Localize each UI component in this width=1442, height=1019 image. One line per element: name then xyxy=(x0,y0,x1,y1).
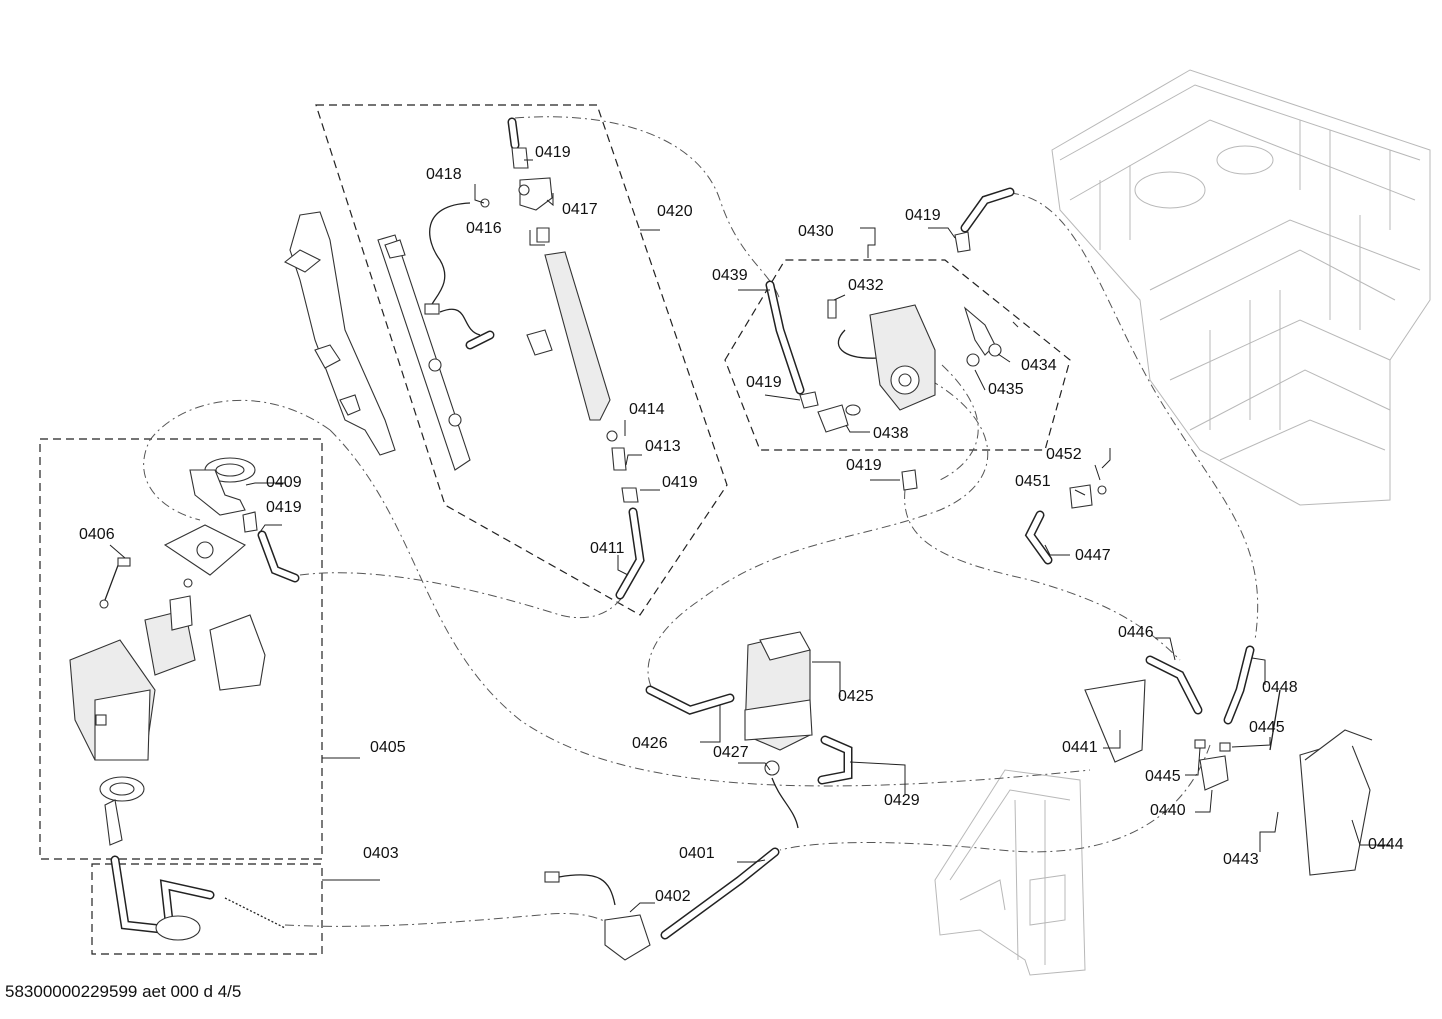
label-0402: 0402 xyxy=(655,888,691,905)
drain-0403-assembly xyxy=(110,855,286,941)
label-0451: 0451 xyxy=(1015,473,1051,490)
group-box-0403 xyxy=(91,863,323,955)
document-id: 58300000229599 aet 000 d 4/5 xyxy=(5,982,241,1001)
label-0417: 0417 xyxy=(562,201,598,218)
label-0419: 0419 xyxy=(905,207,941,224)
lower-housing-drawing xyxy=(934,769,1086,976)
label-0403: 0403 xyxy=(363,845,399,862)
label-0420: 0420 xyxy=(657,203,693,220)
label-0427: 0427 xyxy=(713,744,749,761)
group-box-0430 xyxy=(724,259,1071,451)
label-0401: 0401 xyxy=(679,845,715,862)
label-0439: 0439 xyxy=(712,267,748,284)
label-0419: 0419 xyxy=(266,499,302,516)
label-0418: 0418 xyxy=(426,166,462,183)
hose-routing-lines xyxy=(143,116,1259,927)
label-0441: 0441 xyxy=(1062,739,1098,756)
tank-0405-assembly xyxy=(69,457,300,846)
label-0430: 0430 xyxy=(798,223,834,240)
label-0429: 0429 xyxy=(884,792,920,809)
label-0448: 0448 xyxy=(1262,679,1298,696)
frame-panel-right xyxy=(377,234,471,471)
part-labels: 0419 0418 0417 0416 0420 0414 0413 0419 … xyxy=(79,144,1404,905)
flowmeter-0402-assembly xyxy=(544,847,780,961)
label-0446: 0446 xyxy=(1118,624,1154,641)
base-housing-drawing xyxy=(1051,69,1431,506)
cable-0418-assembly xyxy=(424,198,495,350)
label-0419: 0419 xyxy=(535,144,571,161)
label-0425: 0425 xyxy=(838,688,874,705)
label-0447: 0447 xyxy=(1075,547,1111,564)
water-tank-0425-assembly xyxy=(645,631,853,829)
valve-0417-assembly xyxy=(507,117,611,421)
label-0445: 0445 xyxy=(1249,719,1285,736)
label-0419: 0419 xyxy=(846,457,882,474)
label-0445: 0445 xyxy=(1145,768,1181,785)
label-0406: 0406 xyxy=(79,526,115,543)
label-0432: 0432 xyxy=(848,277,884,294)
fittings-0413-0414 xyxy=(606,430,645,600)
label-0434: 0434 xyxy=(1021,357,1057,374)
group-box-0420 xyxy=(315,104,728,616)
label-0413: 0413 xyxy=(645,438,681,455)
label-0419: 0419 xyxy=(662,474,698,491)
label-0444: 0444 xyxy=(1368,836,1404,853)
label-0438: 0438 xyxy=(873,425,909,442)
label-0440: 0440 xyxy=(1150,802,1186,819)
label-0452: 0452 xyxy=(1046,446,1082,463)
label-0419: 0419 xyxy=(746,374,782,391)
label-0443: 0443 xyxy=(1223,851,1259,868)
pump-0430-assembly xyxy=(765,187,1019,491)
frame-panel-left xyxy=(283,211,396,456)
leader-lines xyxy=(109,159,1390,913)
label-0409: 0409 xyxy=(266,474,302,491)
label-0426: 0426 xyxy=(632,735,668,752)
label-0414: 0414 xyxy=(629,401,665,418)
right-side-parts xyxy=(1024,484,1373,876)
label-0435: 0435 xyxy=(988,381,1024,398)
label-0411: 0411 xyxy=(590,540,625,557)
label-0416: 0416 xyxy=(466,220,502,237)
label-0405: 0405 xyxy=(370,739,406,756)
